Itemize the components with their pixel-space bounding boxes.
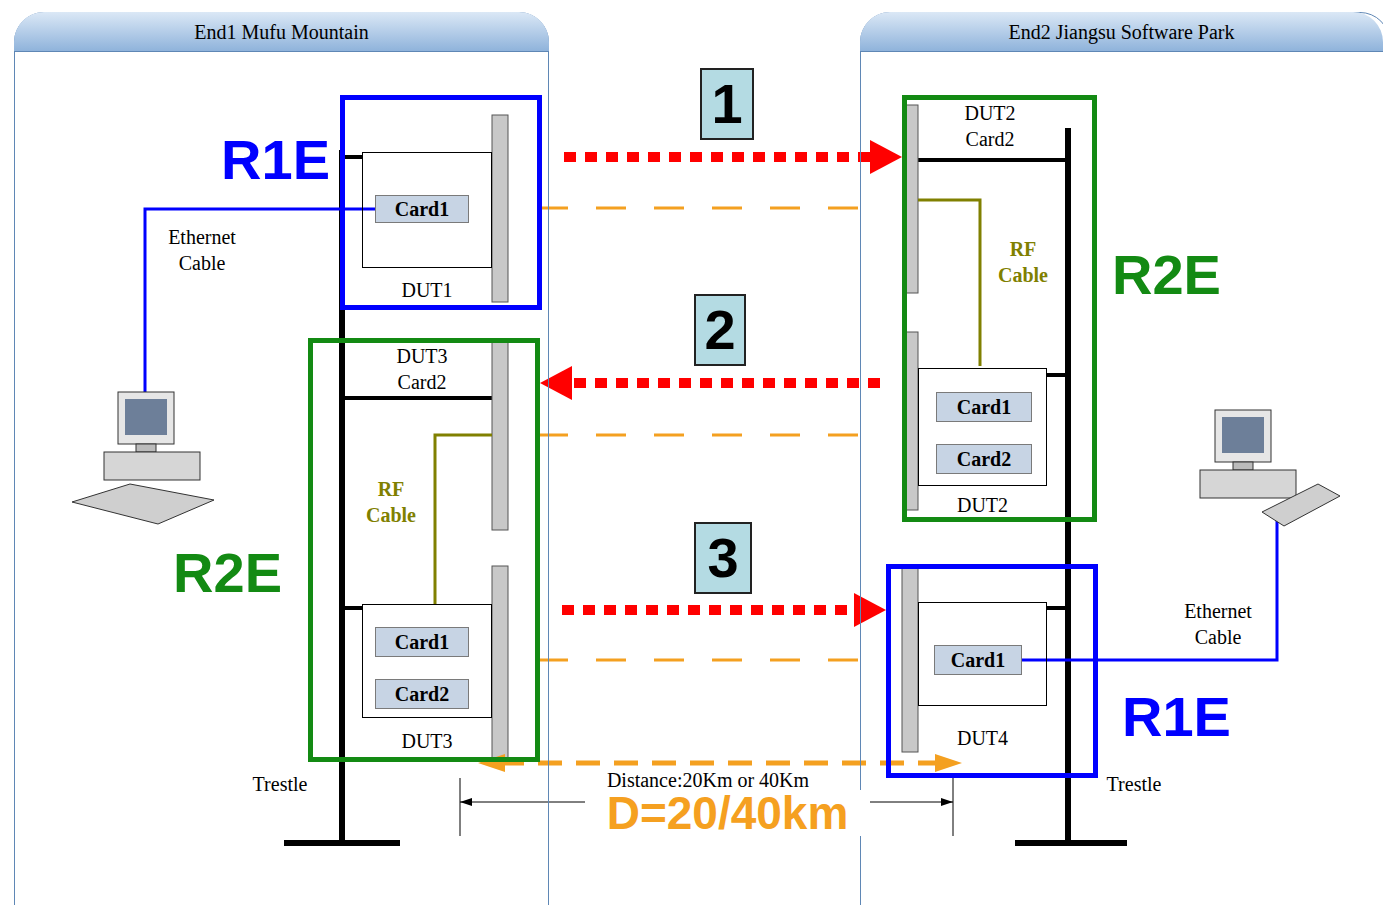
mount-arm [342,396,498,400]
card-box: Card1 [375,627,469,657]
trestle-label: Trestle [240,771,320,797]
callout-box: 3 [694,522,752,594]
group-label: R1E [1122,682,1262,752]
arrowhead [540,366,572,400]
trestle-base [1015,840,1127,846]
group-label: R1E [195,125,330,195]
antenna-panel [492,115,508,302]
mount-arm [912,158,1068,162]
computer-screen [125,399,167,435]
device-box: DUT3Card1Card2 [362,604,492,718]
card-box: Card2 [936,444,1032,474]
radio-link [538,207,882,210]
device-box: DUT4Card1 [918,602,1047,706]
cable-label: RF Cable [988,236,1058,288]
arrowhead [854,593,886,627]
radio-group-box: R2EDUT3Card1Card2 [308,338,540,762]
mount-arm [342,155,362,159]
callout-box: 2 [694,294,746,366]
radio-link [538,434,882,437]
computer-screen [1222,417,1264,453]
radio-group-box: R2EDUT2Card1Card2 [902,95,1097,522]
card-label: Card1 [957,395,1011,419]
callout-number: 2 [704,300,735,360]
trestle-label: Trestle [1094,771,1174,797]
device-label: DUT1 [362,278,492,302]
card-label: Card2 [395,682,449,706]
cable-label: Ethernet Cable [1166,598,1270,650]
arrow-shaft [564,152,872,162]
computer-stand [136,444,156,452]
antenna-panel [902,568,918,752]
antenna-label: DUT3 Card2 [382,343,462,395]
antenna-panel [906,105,918,293]
dimension-tick [460,778,461,836]
computer-keyboard [1262,484,1340,526]
distance-arrowhead [935,754,962,772]
callout-number: 3 [707,528,738,588]
arrow-shaft [562,605,856,615]
radio-link [538,659,882,662]
distance-value: D=20/40km [585,790,870,836]
rf-cable [918,200,980,366]
computer-stand [1233,462,1253,470]
computer-monitor [1215,410,1271,462]
antenna-panel [492,340,508,530]
dimension-arrowhead [460,798,472,806]
radio-group-box: R1EDUT1Card1 [340,95,542,310]
signal-arrow [562,593,886,627]
arrowhead [870,140,902,174]
arrow-shaft [570,378,880,388]
cable-label: Ethernet Cable [150,224,254,276]
group-label: R2E [142,538,282,608]
device-box: DUT2Card1Card2 [918,368,1047,486]
panel-title: End2 Jiangsu Software Park [860,12,1383,52]
site-panel: End1 Mufu MountainR1EDUT1Card1R2EDUT3Car… [14,12,549,905]
card-label: Card1 [951,648,1005,672]
computer-case [1200,470,1296,498]
antenna-panel [492,566,508,760]
trestle-base [284,840,400,846]
device-label: DUT2 [918,493,1047,517]
mount-arm [342,606,362,610]
mount-arm [1047,606,1068,610]
rf-cable [435,435,492,604]
distance-arrow [500,761,940,766]
radio-group-box: R1EDUT4Card1 [886,564,1098,778]
group-label: R2E [1112,240,1252,310]
trestle-pole [1065,128,1071,843]
antenna-label: DUT2 Card2 [950,100,1030,152]
card-label: Card1 [395,197,449,221]
dimension-arrowhead [941,798,953,806]
mount-arm [1047,373,1068,377]
device-label: DUT4 [918,726,1047,750]
computer-case [104,452,200,480]
card-box: Card1 [934,645,1022,675]
card-box: Card1 [936,392,1032,422]
panel-title: End1 Mufu Mountain [14,12,549,52]
site-panel: End2 Jiangsu Software ParkR2EDUT2Card1Ca… [860,12,1383,905]
card-label: Card1 [395,630,449,654]
callout-number: 1 [711,74,742,134]
antenna-panel [906,332,918,510]
computer-monitor [118,392,174,444]
distance-arrowhead [478,754,505,772]
signal-arrow [540,366,880,400]
dimension-tick [953,778,954,836]
cable-label: RF Cable [356,476,426,528]
signal-arrow [564,140,902,174]
card-box: Card2 [375,679,469,709]
card-label: Card2 [957,447,1011,471]
device-box: DUT1Card1 [362,152,492,268]
callout-box: 1 [700,68,754,140]
computer-keyboard [72,484,214,524]
ethernet-cable [1022,515,1277,660]
card-box: Card1 [375,195,469,223]
device-label: DUT3 [362,729,492,753]
